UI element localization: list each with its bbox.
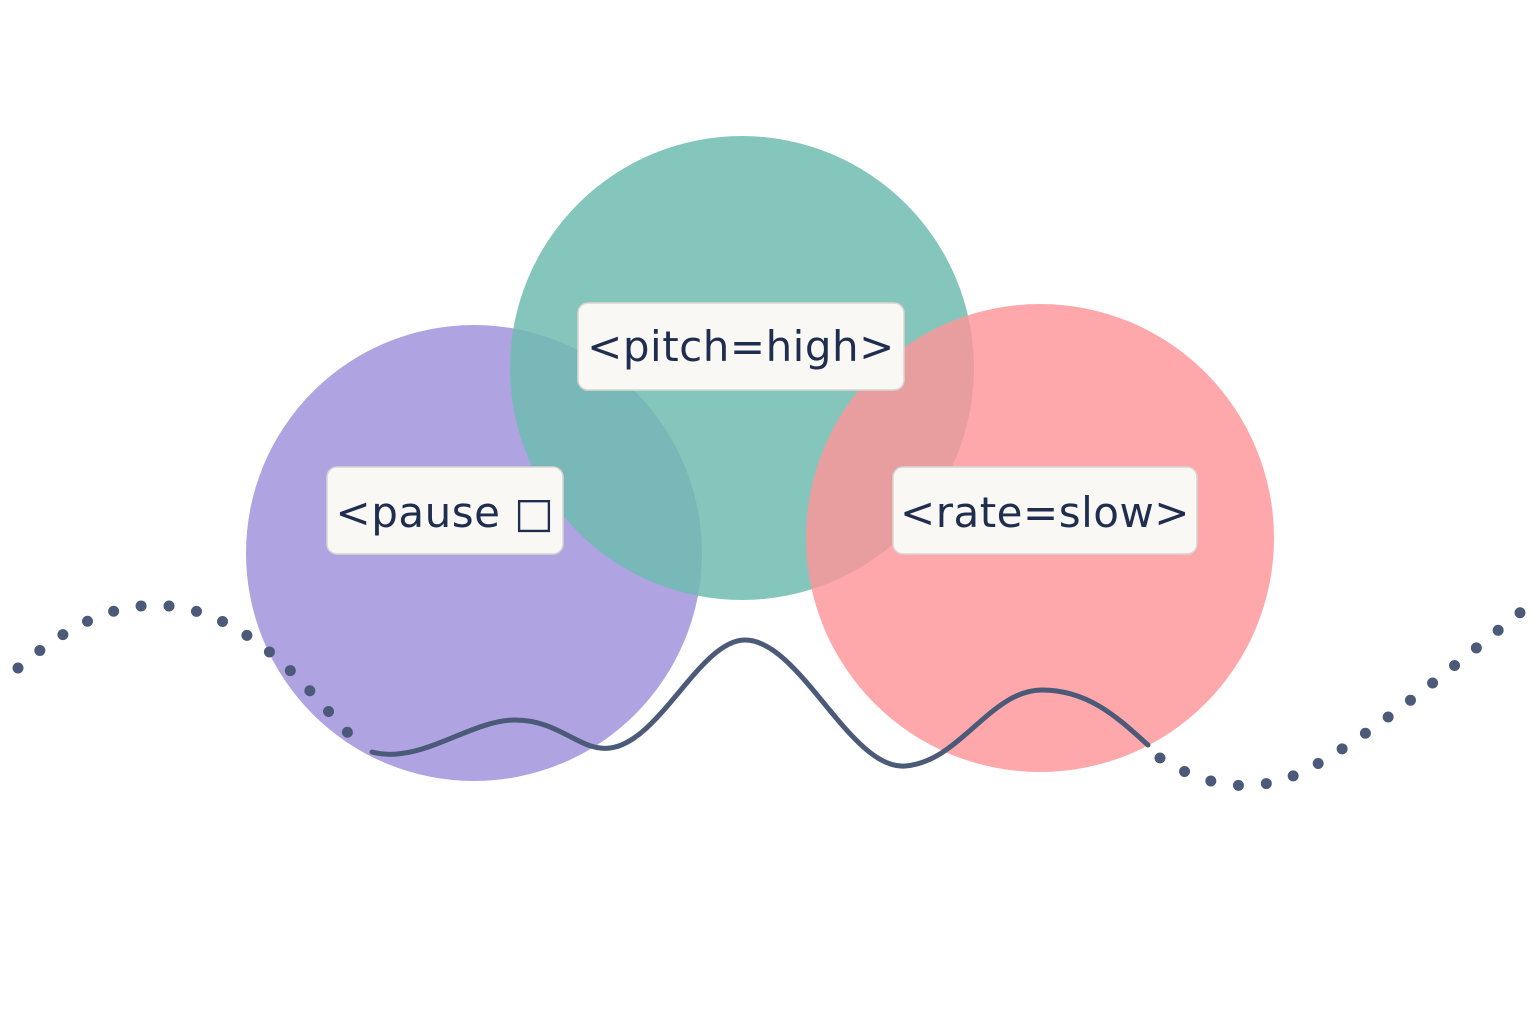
dotted-wave-group [12,594,1536,791]
label-pause: <pause □ [326,466,564,555]
label-pitch-text: <pitch=high> [587,322,895,371]
label-rate-text: <rate=slow> [900,488,1190,537]
circles-group [246,136,1274,781]
label-pitch-box [577,302,905,391]
label-pause-box [326,466,564,555]
intonation-wave [369,637,1151,769]
label-pitch: <pitch=high> [577,302,905,391]
label-rate-box [892,466,1198,555]
dotted-wave-left [12,599,361,746]
label-pause-text: <pause □ [336,488,555,537]
label-rate: <rate=slow> [892,466,1198,555]
dotted-wave-right [1154,594,1536,791]
